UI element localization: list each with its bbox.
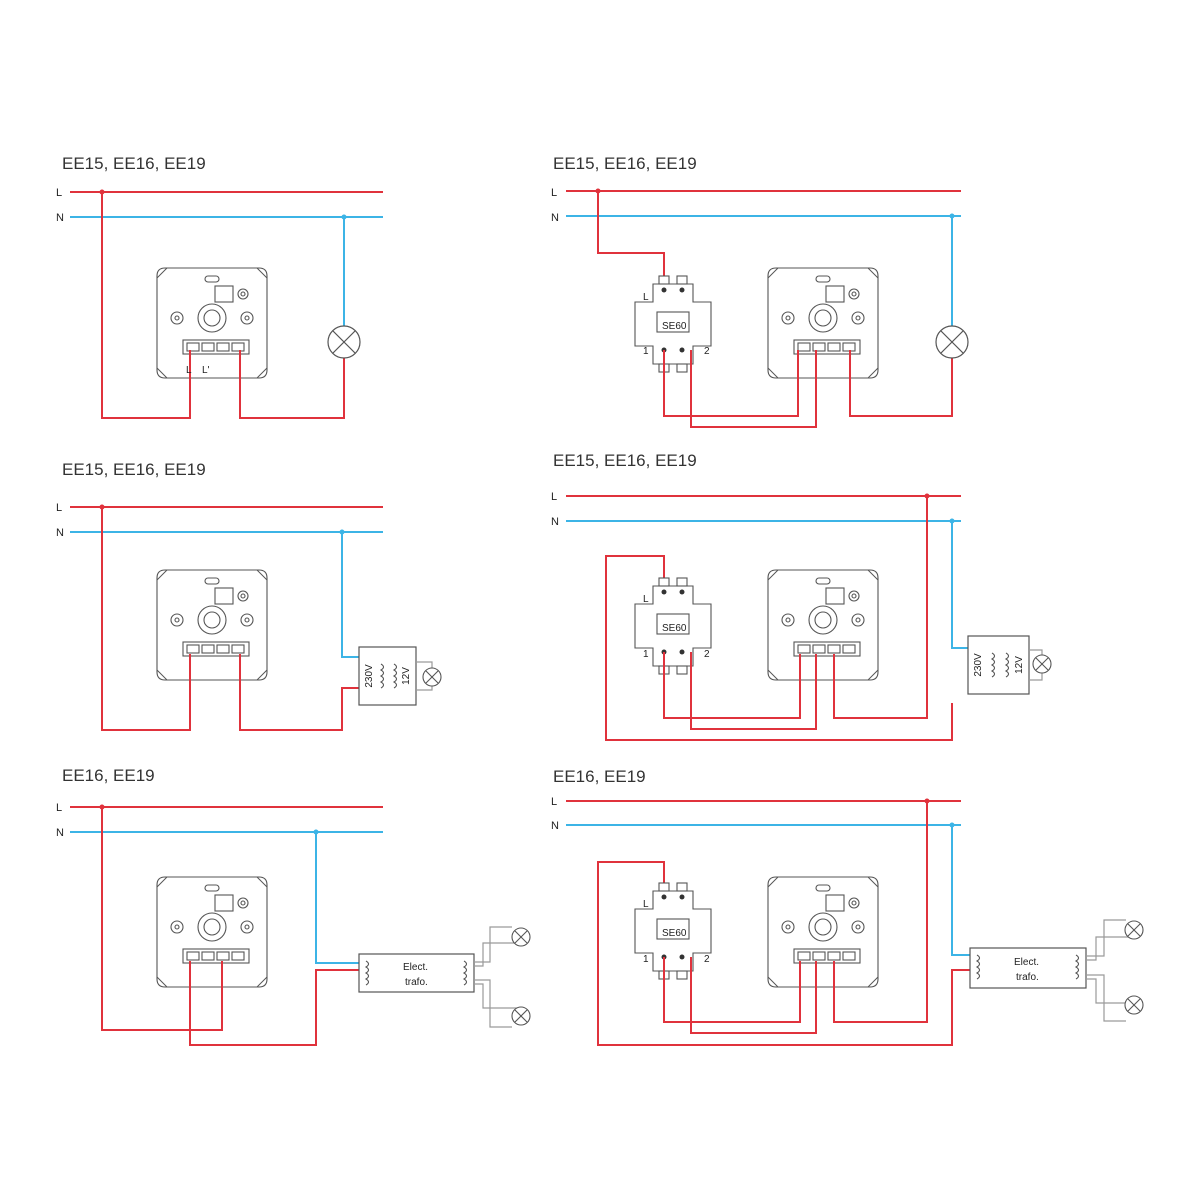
neutral-label: N <box>551 516 559 528</box>
line-label: L <box>56 802 62 814</box>
diagram-3-title: EE15, EE16, EE19 <box>62 460 206 479</box>
line-label: L <box>56 502 62 514</box>
neutral-label: N <box>56 212 64 224</box>
transformer-primary-label: 230V <box>973 653 984 677</box>
neutral-label: N <box>551 820 559 832</box>
diagram-5-title: EE16, EE19 <box>62 766 155 785</box>
neutral-label: N <box>56 527 64 539</box>
se60-label: SE60 <box>662 321 687 332</box>
dimmer-terminal-l: L <box>186 365 192 376</box>
diagram-2-title: EE15, EE16, EE19 <box>553 154 697 173</box>
diagram-6: EE16, EE19 L N SE60 L 1 2 Elect. trafo. <box>551 767 1144 1046</box>
diagram-2: EE15, EE16, EE19 L N SE60 L 1 2 <box>551 154 969 428</box>
supply-wire <box>101 192 191 419</box>
elect-trafo-line1: Elect. <box>403 962 428 973</box>
dimmer-unit <box>156 267 268 379</box>
se60-terminal-l: L <box>643 292 649 303</box>
elect-trafo-line2: trafo. <box>405 977 428 988</box>
diagram-5: EE16, EE19 L N Elect. trafo. <box>56 766 531 1046</box>
transformer-secondary-label: 12V <box>401 667 412 685</box>
se60-terminal-2: 2 <box>704 954 710 965</box>
neutral-label: N <box>551 212 559 224</box>
transformer: 230V 12V <box>967 635 1030 695</box>
elect-trafo-line2: trafo. <box>1016 972 1039 983</box>
diagram-6-title: EE16, EE19 <box>553 767 646 786</box>
se60-terminal-2: 2 <box>704 649 710 660</box>
dimmer-terminal-lprime: L' <box>202 365 210 376</box>
se60-terminal-1: 1 <box>643 649 649 660</box>
lamp-icon <box>1032 654 1052 674</box>
transformer-secondary-label: 12V <box>1014 656 1025 674</box>
transformer: 230V 12V <box>358 646 417 706</box>
line-label: L <box>551 491 557 503</box>
lamp-icon <box>1124 920 1144 940</box>
line-label: L <box>56 187 62 199</box>
diagram-4-title: EE15, EE16, EE19 <box>553 451 697 470</box>
transformer-primary-label: 230V <box>364 664 375 688</box>
se60-terminal-2: 2 <box>704 346 710 357</box>
lamp-icon <box>935 325 969 359</box>
se60-terminal-1: 1 <box>643 954 649 965</box>
lamp-icon <box>511 927 531 947</box>
load-wire <box>239 350 345 419</box>
diagram-1: EE15, EE16, EE19 L N L L' <box>56 154 383 419</box>
elect-trafo-line1: Elect. <box>1014 957 1039 968</box>
diagram-4: EE15, EE16, EE19 L N SE60 L 1 2 230V 12V <box>551 451 1052 741</box>
se60-terminal-l: L <box>643 899 649 910</box>
diagram-3: EE15, EE16, EE19 L N 230V 12V <box>56 460 442 731</box>
electronic-transformer: Elect. trafo. <box>358 953 475 993</box>
lamp-icon <box>1124 995 1144 1015</box>
electronic-transformer: Elect. trafo. <box>969 947 1087 989</box>
line-label: L <box>551 796 557 808</box>
lamp-icon <box>511 1006 531 1026</box>
se60-terminal-1: 1 <box>643 346 649 357</box>
lamp-icon <box>327 325 361 359</box>
diagram-1-title: EE15, EE16, EE19 <box>62 154 206 173</box>
neutral-label: N <box>56 827 64 839</box>
line-label: L <box>551 187 557 199</box>
se60-label: SE60 <box>662 928 687 939</box>
se60-terminal-l: L <box>643 594 649 605</box>
se60-label: SE60 <box>662 623 687 634</box>
lamp-icon <box>422 667 442 687</box>
